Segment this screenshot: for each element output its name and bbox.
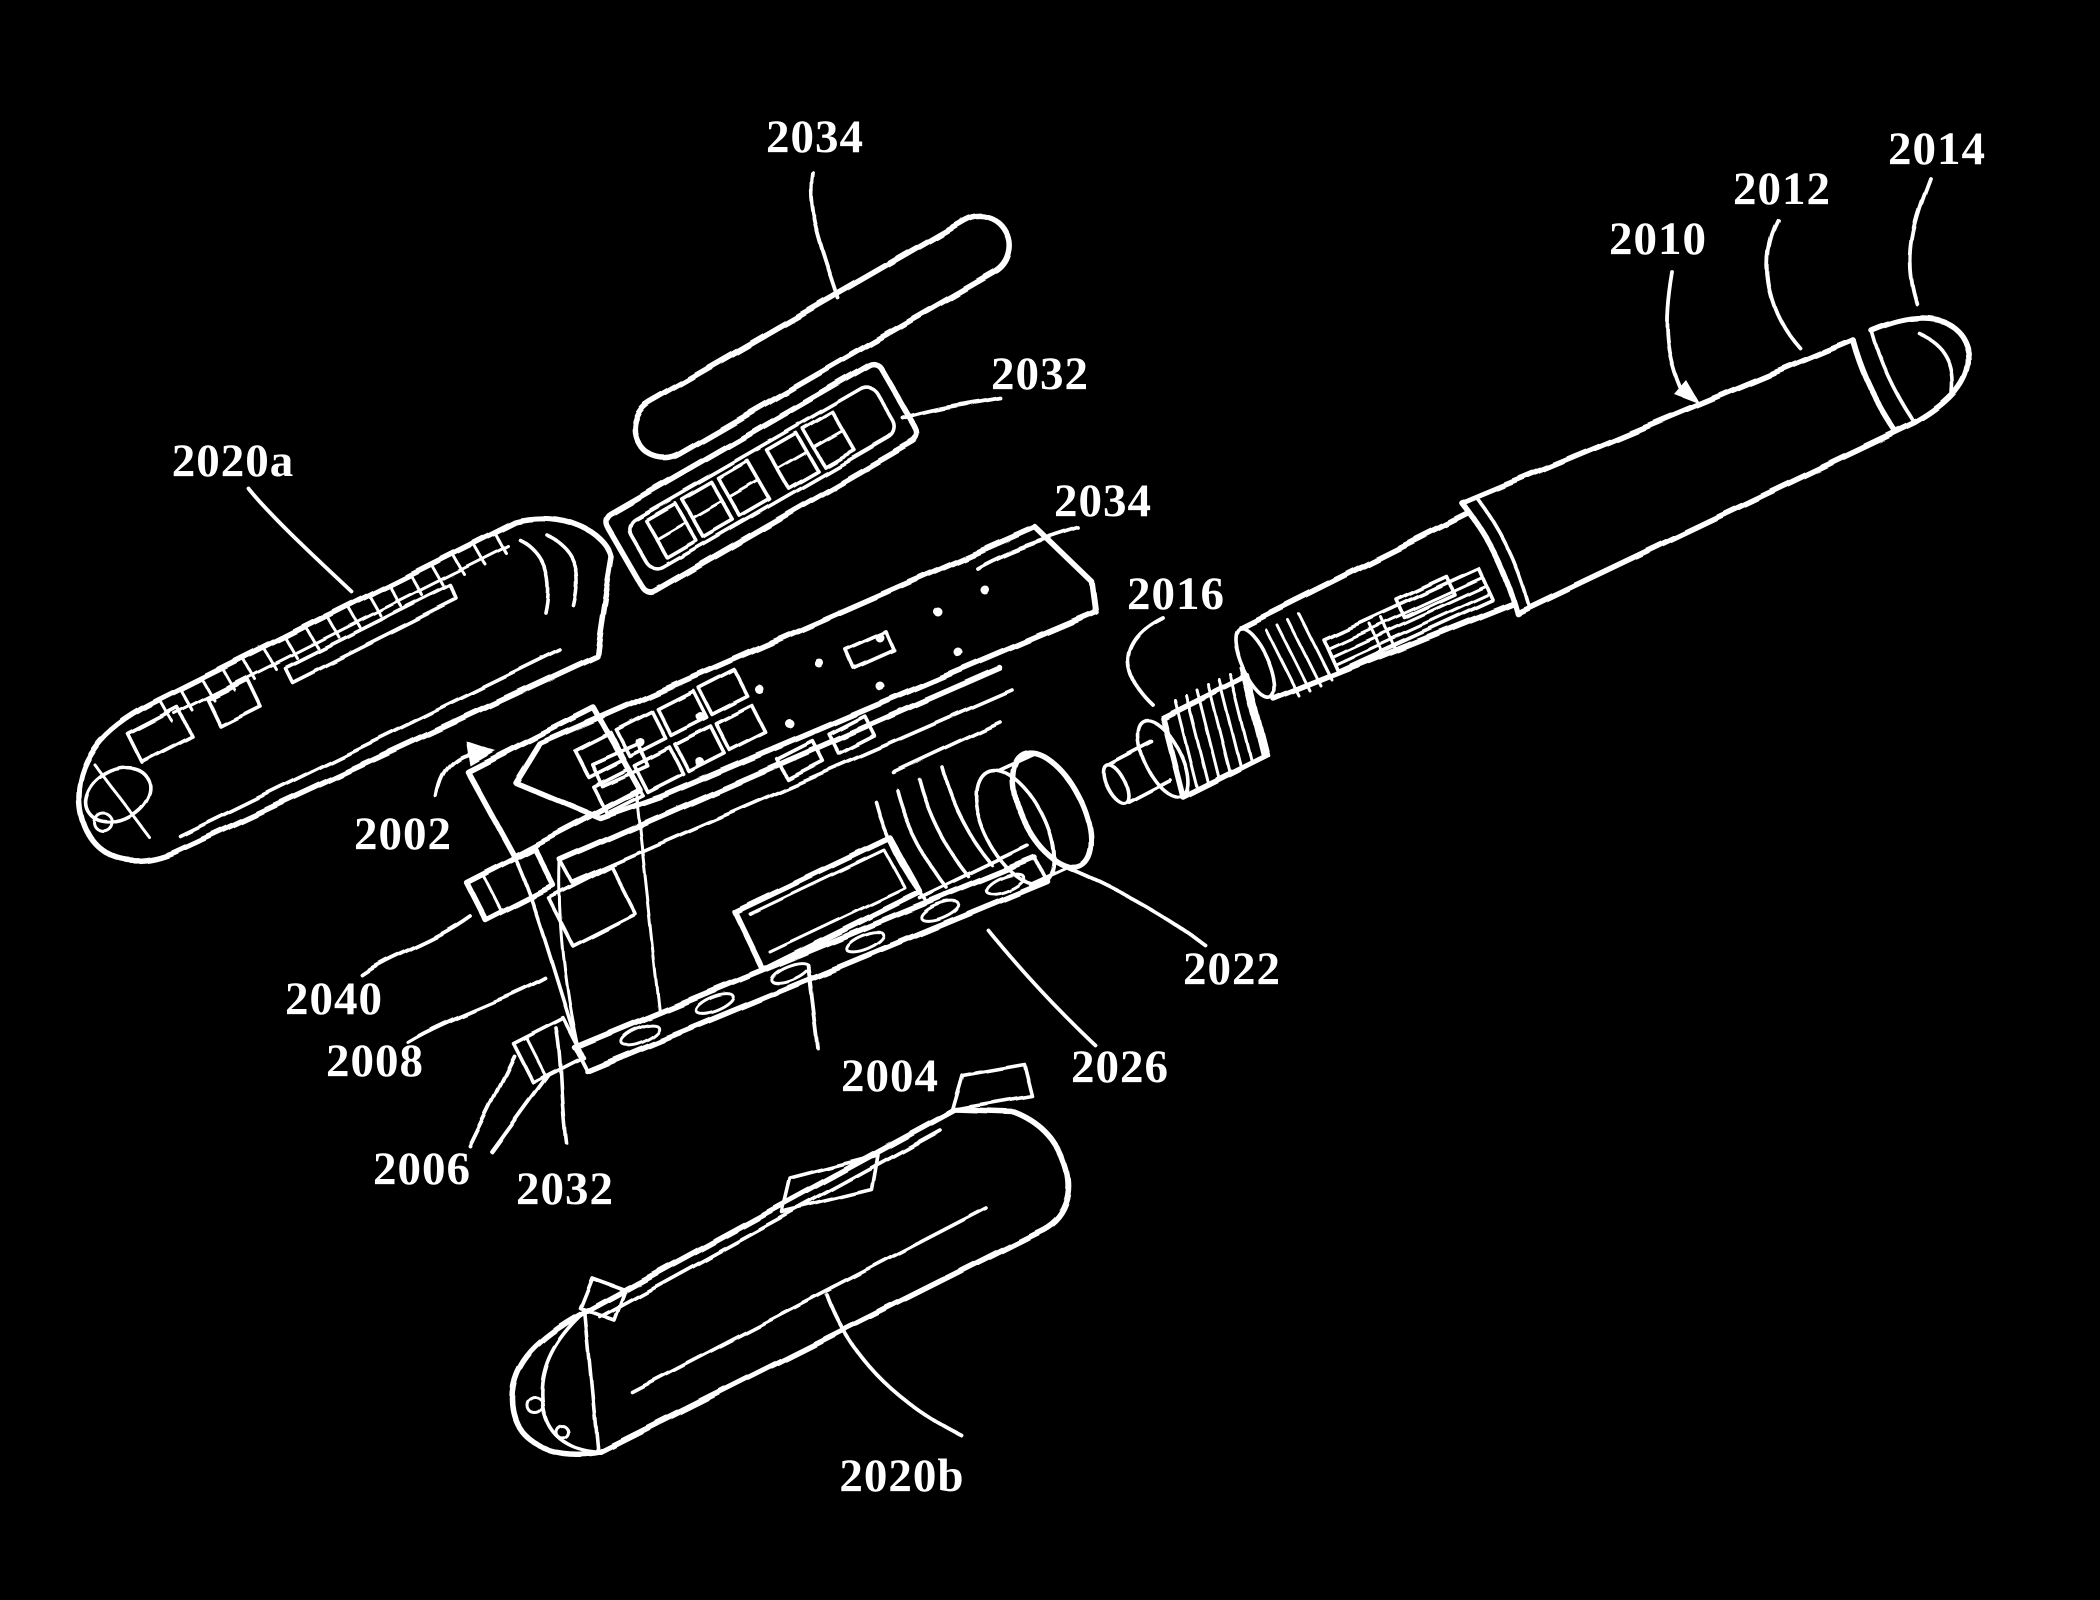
- leader-clip-b: [490, 1073, 550, 1154]
- leader-needle-hub: [1126, 616, 1165, 706]
- part-clip: [511, 1015, 585, 1085]
- ref-label-clip: 2006: [373, 1143, 471, 1195]
- ref-label-pen-barrel: 2012: [1733, 163, 1831, 215]
- assembly-arrow: [435, 741, 496, 799]
- leader-2008: [406, 976, 547, 1044]
- leader-battery-block: [360, 914, 472, 977]
- ref-label-wire: 2032: [516, 1163, 614, 1215]
- leader-pen-barrel: [1765, 218, 1802, 350]
- ref-label-pen-device: 2010: [1609, 213, 1707, 265]
- leader-holder-cap: [1066, 866, 1207, 947]
- ref-label-holder-cap: 2022: [1183, 943, 1281, 995]
- leader-upper-housing: [246, 486, 354, 594]
- leader-pen-arrowhead: [1674, 380, 1700, 404]
- reference-labels: 2034 2032 2020a 2034 2016 2010 2012 2014…: [172, 111, 1986, 1502]
- display-digits: [643, 410, 857, 560]
- ref-label-battery-block: 2040: [285, 973, 383, 1025]
- ref-label-2026: 2026: [1071, 1041, 1169, 1093]
- leader-lightpipe: [808, 170, 840, 300]
- leader-lower-housing: [825, 1293, 964, 1438]
- part-lightpipe-cover: [631, 213, 1013, 461]
- leader-2026: [988, 930, 1098, 1048]
- ref-label-upper-housing: 2020a: [172, 435, 295, 487]
- ref-label-lightpipe: 2034: [766, 111, 864, 163]
- part-battery-block: [463, 845, 557, 923]
- leader-display: [901, 396, 1002, 420]
- part-lower-housing: [509, 1062, 1072, 1457]
- ref-label-chassis: 2004: [841, 1050, 939, 1102]
- part-upper-housing: [76, 515, 615, 864]
- ref-label-assembly: 2002: [354, 808, 452, 860]
- battery-segments: [573, 667, 768, 816]
- ref-label-circuit-board: 2034: [1054, 475, 1152, 527]
- ref-label-2008: 2008: [326, 1035, 424, 1087]
- leader-chassis: [806, 963, 820, 1050]
- leader-lines: [246, 170, 1932, 1438]
- ref-label-pen-cap: 2014: [1888, 123, 1986, 175]
- leader-pen-cap: [1907, 176, 1932, 306]
- ref-label-display: 2032: [991, 348, 1089, 400]
- grip-hatch: [158, 530, 508, 723]
- part-chassis: [465, 665, 1094, 1074]
- part-display-module: [603, 361, 921, 595]
- leader-clip-a: [468, 1054, 516, 1148]
- part-spring-housing: [546, 864, 638, 948]
- part-pen-device: [1233, 315, 1972, 702]
- part-needle-hub: [1101, 666, 1270, 805]
- ref-label-lower-housing: 2020b: [839, 1450, 964, 1502]
- leader-pen-device: [1665, 270, 1682, 389]
- leader-circuit-board: [975, 526, 1080, 570]
- part-wire: [554, 1026, 568, 1144]
- ref-label-needle-hub: 2016: [1127, 568, 1225, 620]
